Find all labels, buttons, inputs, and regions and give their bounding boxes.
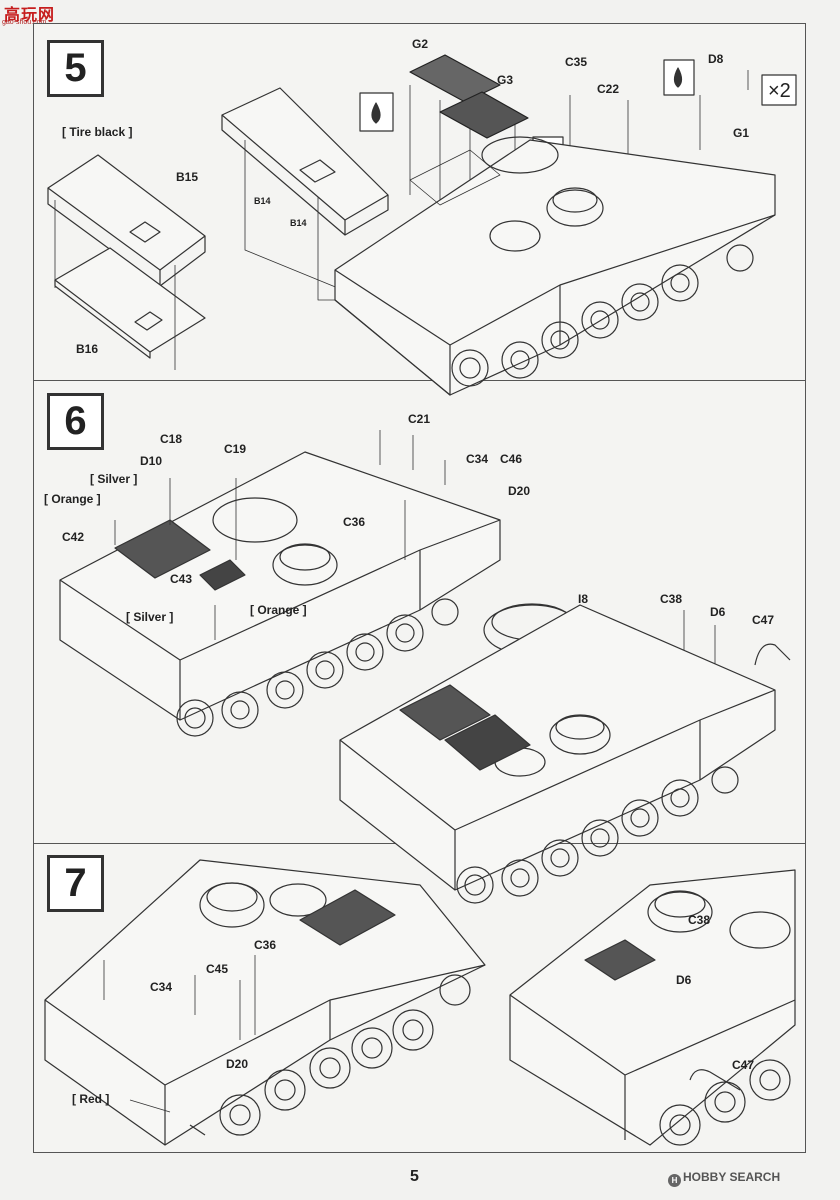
part-label-c21: C21 [408, 412, 431, 426]
paint-callout-orange-2: [ Orange ] [250, 603, 307, 617]
part-g3-grille [439, 91, 529, 139]
quantity-x2: ×2 [768, 80, 791, 102]
part-label-c38: C38 [660, 592, 683, 606]
step-number-7: 7 [47, 855, 104, 912]
step-number-5: 5 [47, 40, 104, 97]
part-label-b15: B15 [176, 170, 199, 184]
part-label-c47-s7: C47 [732, 1058, 755, 1072]
part-label-c35: C35 [565, 55, 588, 69]
part-label-d20: D20 [508, 484, 531, 498]
part-label-c34-s7: C34 [150, 980, 173, 994]
part-label-d8: D8 [708, 52, 724, 66]
hull-step6-right [339, 603, 791, 904]
site-logo: 高玩网 gao-shou.com [0, 0, 70, 26]
logo-url: gao-shou.com [2, 19, 47, 26]
part-label-c46: C46 [500, 452, 523, 466]
hobby-search-logo-icon: H [668, 1174, 681, 1187]
paint-callout-orange-1: [ Orange ] [44, 492, 101, 506]
hull-step7-right [509, 869, 796, 1146]
part-label-d6-s7: D6 [676, 973, 692, 987]
part-label-c34: C34 [466, 452, 489, 466]
part-label-g2: G2 [412, 37, 429, 51]
paint-callout-red: [ Red ] [72, 1092, 110, 1106]
part-label-c38-s7: C38 [688, 913, 711, 927]
part-label-b14-a: B14 [254, 196, 271, 206]
part-g2-grille [409, 54, 501, 103]
part-label-g1: G1 [733, 126, 750, 140]
part-label-c45: C45 [206, 962, 229, 976]
hull-step5 [334, 136, 776, 396]
paint-callout-tire-black: [ Tire black ] [62, 125, 133, 139]
page-number: 5 [410, 1168, 419, 1185]
part-label-d6: D6 [710, 605, 726, 619]
part-label-c47: C47 [752, 613, 775, 627]
paint-callout-silver-1: [ Silver ] [90, 472, 138, 486]
guide-lines-step7 [103, 930, 716, 1113]
part-label-c22: C22 [597, 82, 620, 96]
part-label-d10: D10 [140, 454, 163, 468]
part-label-c42: C42 [62, 530, 85, 544]
part-label-c36-s7: C36 [254, 938, 277, 952]
part-rear-deck [221, 87, 389, 236]
part-label-g3: G3 [497, 73, 514, 87]
hull-step7-left [44, 859, 486, 1146]
part-label-i8: I8 [578, 592, 589, 606]
hull-step6-left [59, 451, 501, 737]
step-number-6: 6 [47, 393, 104, 450]
paint-callout-silver-2: [ Silver ] [126, 610, 174, 624]
part-label-c19: C19 [224, 442, 247, 456]
part-label-c36: C36 [343, 515, 366, 529]
part-label-b16: B16 [76, 342, 99, 356]
step-divider-5-6 [34, 380, 805, 381]
part-label-d20-s7: D20 [226, 1057, 249, 1071]
part-label-b14-b: B14 [290, 218, 307, 228]
hobby-search-text: HOBBY SEARCH [683, 1170, 781, 1184]
part-label-c43: C43 [170, 572, 193, 586]
logo-text: 高玩网 [4, 5, 56, 24]
part-label-c18: C18 [160, 432, 183, 446]
